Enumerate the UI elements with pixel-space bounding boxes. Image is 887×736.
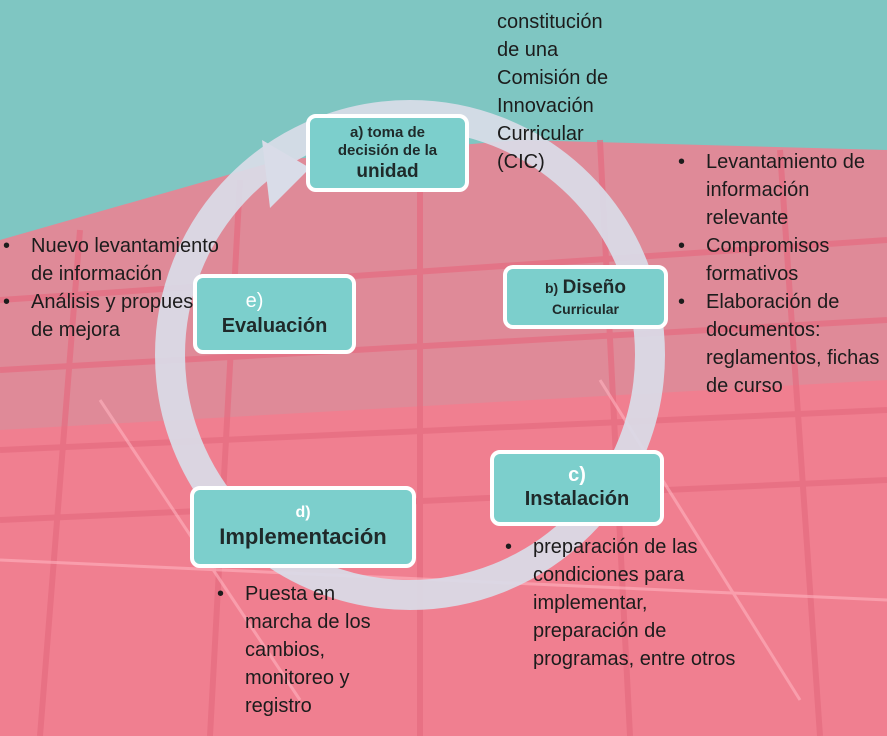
node-d-implementacion: d) Implementación bbox=[190, 486, 416, 568]
cic-line: Innovación bbox=[497, 95, 594, 117]
evaluacion-bullet: Análisis y propuestas de mejora bbox=[3, 288, 228, 344]
cic-line: constitución bbox=[497, 11, 603, 33]
node-d-title: Implementación bbox=[219, 524, 387, 549]
node-b-title-line: b) Diseño bbox=[545, 277, 626, 300]
diseno-bullet: Levantamiento de información relevante bbox=[678, 148, 883, 232]
diseno-bullets: Levantamiento de información relevante C… bbox=[678, 148, 883, 400]
node-c-title: Instalación bbox=[524, 488, 630, 510]
cic-line: (CIC) bbox=[497, 151, 545, 173]
node-c-instalacion: c) Instalación bbox=[490, 450, 664, 526]
cic-line: Comisión de bbox=[497, 67, 609, 89]
node-e-letter: e) bbox=[245, 290, 264, 312]
implementacion-bullet: Puesta en marcha de los cambios, monitor… bbox=[217, 580, 377, 720]
evaluacion-bullet: Nuevo levantamiento de información bbox=[3, 232, 228, 288]
pink-structure-base bbox=[0, 380, 887, 736]
node-a-line2: decisión de la bbox=[337, 141, 438, 159]
evaluacion-bullets: Nuevo levantamiento de información Análi… bbox=[3, 232, 228, 344]
cic-text: constitución de una Comisión de Innovaci… bbox=[497, 8, 608, 176]
node-c-letter: c) bbox=[568, 464, 586, 486]
node-a-line3: unidad bbox=[356, 160, 419, 182]
node-b-diseno-curricular: b) Diseño Curricular bbox=[503, 265, 668, 329]
node-b-sub: Curricular bbox=[552, 300, 619, 317]
node-b-prefix: b) bbox=[544, 279, 559, 296]
instalacion-bullets: preparación de las condiciones para impl… bbox=[505, 533, 745, 673]
diseno-bullet: Compromisos formativos bbox=[678, 232, 883, 288]
diseno-bullet: Elaboración de documentos: reglamentos, … bbox=[678, 288, 883, 400]
node-a-line1: a) toma de bbox=[349, 123, 425, 141]
node-e-title: Evaluación bbox=[221, 315, 328, 337]
instalacion-bullet: preparación de las condiciones para impl… bbox=[505, 533, 745, 673]
node-e-evaluacion: e) Evaluación bbox=[193, 274, 356, 354]
implementacion-bullets: Puesta en marcha de los cambios, monitor… bbox=[217, 580, 377, 720]
cic-line: de una bbox=[497, 39, 559, 61]
node-b-title: Diseño bbox=[562, 276, 627, 298]
cic-line: Curricular bbox=[497, 123, 584, 145]
node-a-toma-de-decision: a) toma de decisión de la unidad bbox=[306, 114, 469, 192]
node-d-letter: d) bbox=[295, 504, 311, 521]
cycle-arrow-head bbox=[262, 140, 310, 208]
